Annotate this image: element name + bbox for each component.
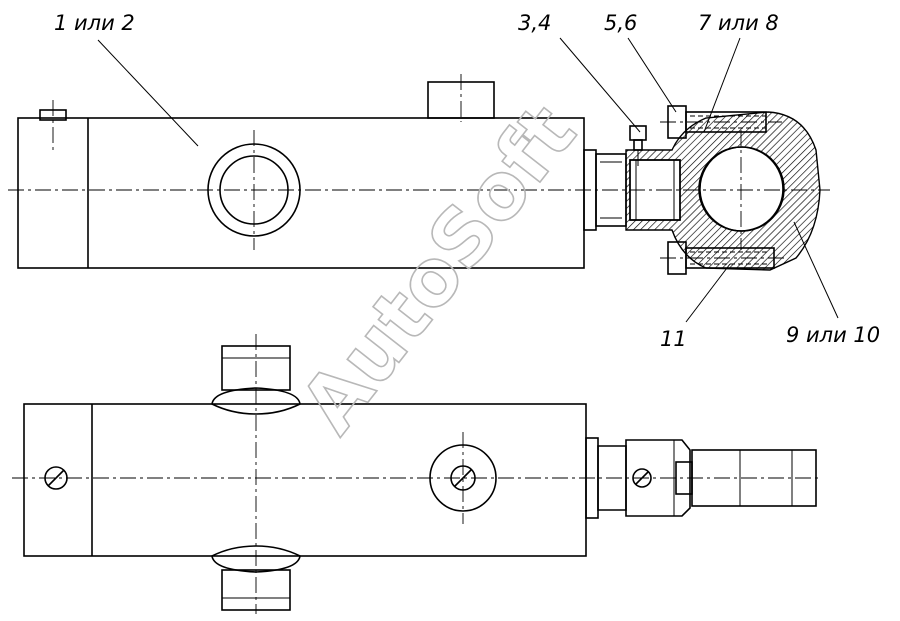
callout-1-or-2: 1 или 2: [54, 11, 135, 35]
cylinder-body-bottom: [23, 403, 587, 557]
callout-3-4: 3,4: [518, 11, 551, 35]
grease-fitting: [629, 125, 647, 141]
fitting-lower: [211, 545, 301, 611]
watermark-logo: AutoSoft: [284, 89, 594, 450]
leader-lines: [97, 37, 839, 323]
callout-11: 11: [660, 327, 687, 351]
rod-end: [585, 437, 817, 519]
lug-section: [625, 105, 821, 275]
callout-7-or-8: 7 или 8: [698, 11, 779, 35]
top-view: [8, 74, 830, 275]
callout-5-6: 5,6: [604, 11, 637, 35]
callout-9-or-10: 9 или 10: [786, 323, 880, 347]
bottom-view: [12, 334, 820, 614]
